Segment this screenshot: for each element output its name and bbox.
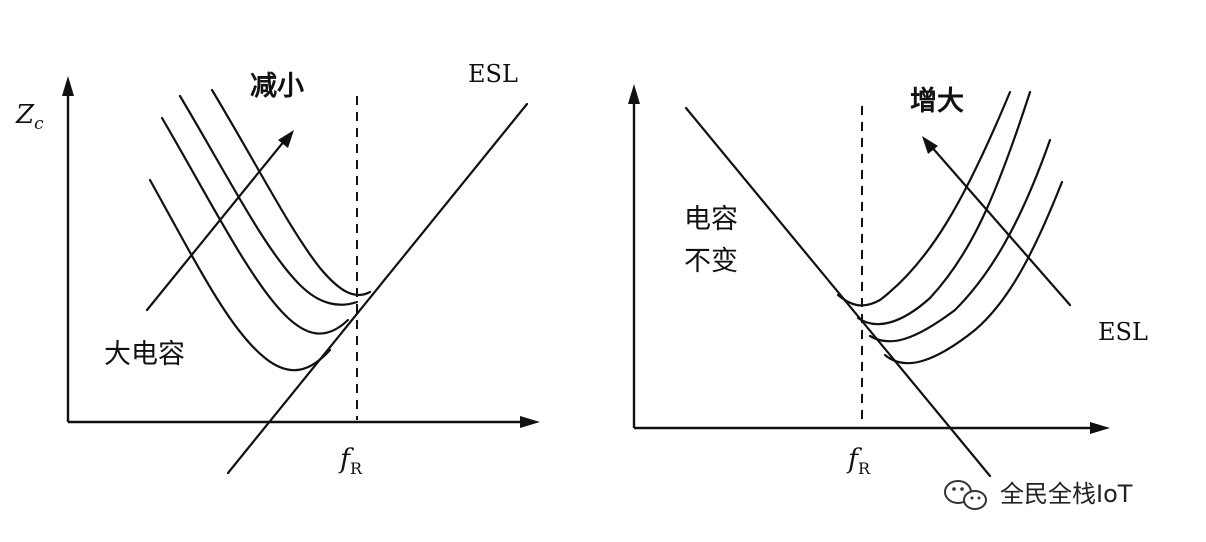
left-x-axis-arrowhead xyxy=(520,416,540,428)
right-trend-arrowhead xyxy=(922,136,938,154)
left-panel: Zc 减小 ESL 大电容 fR xyxy=(15,60,540,478)
left-esl-label: ESL xyxy=(468,60,518,88)
left-curve-1 xyxy=(148,178,332,372)
left-fr-label: fR xyxy=(338,444,363,478)
left-curve-3 xyxy=(178,94,359,306)
right-cap-line xyxy=(684,106,992,478)
right-esl-label: ESL xyxy=(1098,318,1148,346)
watermark: 全民全栈IoT xyxy=(944,480,1133,510)
left-trend-arrow xyxy=(145,138,287,312)
left-curve-4 xyxy=(210,88,372,297)
left-cap-label: 大电容 xyxy=(104,339,185,370)
wechat-icon xyxy=(944,480,987,510)
y-axis-label: Zc xyxy=(15,100,44,134)
left-trend-arrowhead xyxy=(278,130,294,148)
left-arrow-label: 减小 xyxy=(250,71,304,102)
right-x-axis-arrowhead xyxy=(1090,422,1110,434)
right-fr-label: fR xyxy=(846,444,871,478)
left-curve-2 xyxy=(160,116,350,335)
left-esl-line xyxy=(226,102,529,475)
left-y-axis-arrowhead xyxy=(62,76,74,96)
right-cap-label-line1: 电容 xyxy=(684,204,738,235)
right-y-axis-arrowhead xyxy=(628,84,640,104)
right-curve-3 xyxy=(868,138,1052,343)
right-arrow-label: 增大 xyxy=(910,85,964,117)
right-curve-1 xyxy=(836,90,1012,307)
right-panel: 增大 电容 不变 ESL fR xyxy=(628,84,1148,478)
right-curve-2 xyxy=(856,90,1032,326)
right-cap-label-line2: 不变 xyxy=(684,246,738,277)
right-curve-4 xyxy=(883,180,1064,365)
watermark-text: 全民全栈IoT xyxy=(1000,480,1133,508)
right-trend-arrow xyxy=(928,143,1072,307)
